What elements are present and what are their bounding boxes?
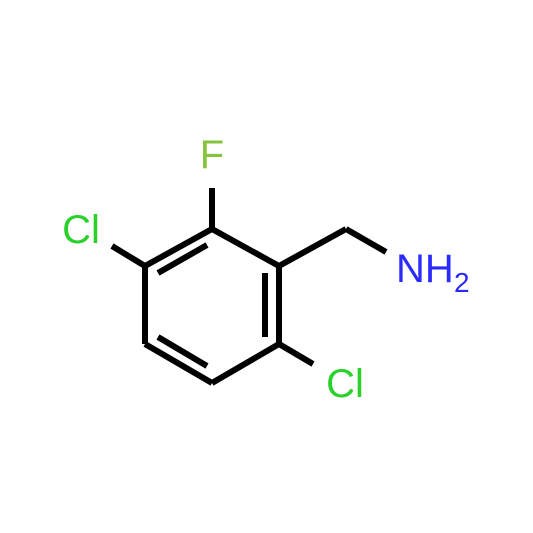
fluorine-label: F xyxy=(200,133,224,177)
ring-bond-1 xyxy=(143,226,214,269)
amine-label: NH xyxy=(396,247,454,291)
ring-bond-3 xyxy=(143,341,214,386)
bond-to-amine xyxy=(344,226,388,255)
inner-double-bond-1 xyxy=(156,242,209,276)
ring-bond-6 xyxy=(210,226,281,269)
inner-double-bond-2 xyxy=(156,334,209,369)
chlorine-bottom-label: Cl xyxy=(326,362,364,406)
bond-to-chlorine-bottom xyxy=(277,341,315,367)
chlorine-left-label: Cl xyxy=(62,208,100,252)
bond-to-chlorine-left xyxy=(110,243,147,269)
amine-subscript: 2 xyxy=(454,267,470,298)
ring-bond-4 xyxy=(210,341,281,386)
bond-to-methylene xyxy=(277,226,348,269)
bonds xyxy=(110,188,388,386)
